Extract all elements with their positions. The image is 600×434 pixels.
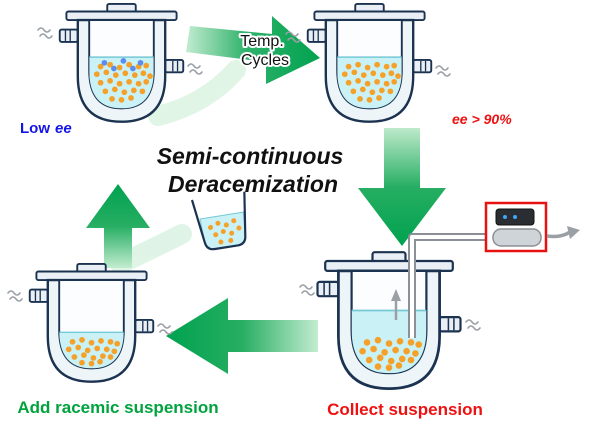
reactor-vessel-bottom-right — [316, 250, 462, 390]
arrow-to-refill — [166, 298, 318, 374]
collect-suspension-label: Collect suspension — [327, 400, 483, 419]
reactor-vessel-bottom-left — [28, 262, 155, 383]
reactor-vessel-top-left — [58, 2, 185, 123]
reactor-vessel-top-right — [306, 2, 433, 123]
beaker-icon — [190, 191, 247, 251]
add-racemic-label: Add racemic suspension — [17, 398, 218, 417]
racemic-crystals-blue — [101, 58, 144, 72]
suspension-up-arrow — [391, 289, 401, 320]
high-ee-label: ee> 90% — [452, 111, 512, 127]
outflow-arrow — [546, 226, 580, 239]
temp-cycles-label-line1: Temp. — [240, 33, 284, 50]
transfer-tube — [408, 233, 498, 338]
beaker-crystals — [208, 218, 242, 245]
arrow-recycle-up — [86, 184, 150, 268]
diagram-title-line1: Semi-continuous — [157, 143, 344, 169]
arrow-to-collection — [358, 128, 446, 246]
temp-cycles-label-line2: Cycles — [241, 52, 289, 69]
arrow-temp-cycles — [186, 16, 320, 84]
diagram-title-line2: Deracemization — [168, 171, 338, 197]
peristaltic-pump-icon — [484, 201, 548, 253]
